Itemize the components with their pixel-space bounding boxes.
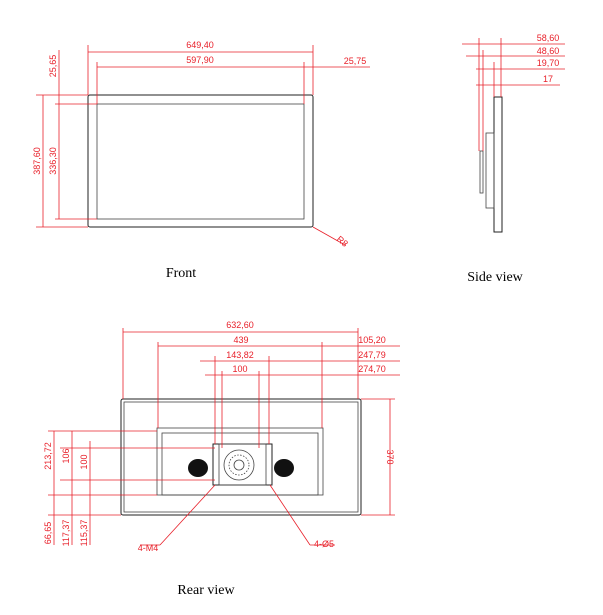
front-outer-frame bbox=[87, 94, 314, 228]
dim-247-79: 247,79 bbox=[358, 350, 386, 360]
side-dimension-lines bbox=[462, 38, 565, 151]
dim-649-40: 649,40 bbox=[186, 40, 214, 50]
front-view: 649,40 597,90 25,75 25,65 387,60 336,30 … bbox=[32, 40, 370, 281]
front-dimension-lines bbox=[36, 45, 370, 246]
label-4-m4: 4-M4 bbox=[138, 543, 159, 553]
dim-370: 370 bbox=[385, 449, 395, 464]
side-panel bbox=[493, 96, 503, 233]
rear-dimension-lines bbox=[48, 328, 400, 546]
dim-439: 439 bbox=[233, 335, 248, 345]
side-mount-plate bbox=[479, 150, 484, 194]
dim-597-90: 597,90 bbox=[186, 55, 214, 65]
dim-19-70: 19,70 bbox=[537, 58, 560, 68]
vesa-plate bbox=[218, 443, 267, 486]
side-backbox bbox=[485, 132, 495, 209]
rear-view: 632,60 439 143,82 100 105,20 247,79 274,… bbox=[43, 320, 400, 598]
speaker-grille bbox=[223, 449, 255, 481]
dim-25-75: 25,75 bbox=[344, 56, 367, 66]
rear-backbox-inner bbox=[161, 432, 319, 496]
rear-inner-frame bbox=[123, 401, 359, 513]
rear-outer-frame bbox=[120, 398, 362, 516]
dim-632-60: 632,60 bbox=[226, 320, 254, 330]
speaker-center bbox=[233, 459, 245, 471]
dim-17: 17 bbox=[543, 74, 553, 84]
dim-100-width: 100 bbox=[232, 364, 247, 374]
fan-vents bbox=[188, 459, 294, 477]
front-screen bbox=[96, 103, 305, 220]
dim-48-60: 48,60 bbox=[537, 46, 560, 56]
rear-caption: Rear view bbox=[177, 583, 235, 598]
left-vent bbox=[188, 459, 208, 477]
dim-387-60: 387,60 bbox=[32, 147, 42, 175]
dim-115-37: 115,37 bbox=[79, 520, 89, 547]
label-4-hole-5: 4-Ø5 bbox=[314, 539, 334, 549]
dim-66-65: 66,65 bbox=[43, 522, 53, 545]
dim-213-72: 213,72 bbox=[43, 442, 53, 470]
dim-100-height: 100 bbox=[79, 454, 89, 469]
dim-58-60: 58,60 bbox=[537, 33, 560, 43]
speaker-holes bbox=[228, 454, 250, 476]
dim-143-82: 143,82 bbox=[226, 350, 254, 360]
dim-117-37: 117,37 bbox=[61, 520, 71, 547]
dim-25-65: 25,65 bbox=[48, 55, 58, 78]
dim-r8: R8 bbox=[335, 234, 350, 249]
dim-274-70: 274,70 bbox=[358, 364, 386, 374]
right-vent bbox=[274, 459, 294, 477]
dim-106: 106 bbox=[61, 448, 71, 463]
front-caption: Front bbox=[166, 266, 196, 281]
side-view: 58,60 48,60 19,70 17 Side view bbox=[462, 33, 565, 285]
side-caption: Side view bbox=[467, 270, 523, 285]
dim-105-20: 105,20 bbox=[358, 335, 386, 345]
dim-336-30: 336,30 bbox=[48, 147, 58, 175]
